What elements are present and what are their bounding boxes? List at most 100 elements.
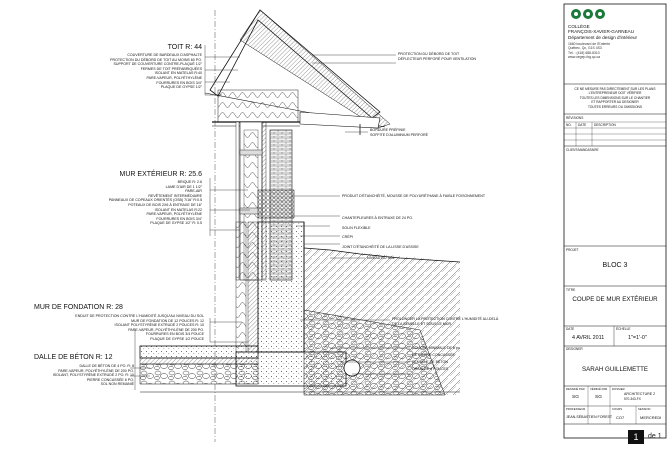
drawn-by: SG [572, 395, 579, 400]
slab-label: PARE-VAPEUR, POLYÉTHYLÈNE DE 200 PO. [58, 368, 134, 373]
rev-col-description: DESCRIPTION [594, 123, 616, 127]
school-name: COLLÈGE FRANÇOIS-XAVIER-GARNEAU Départem… [568, 24, 638, 40]
foundation-callouts: PROLONGER LA PROTECTION CONTRE L'HUMIDIT… [392, 317, 498, 326]
checked-by: SG [595, 395, 602, 400]
roof-label: PLAQUE DE GYPSE 1/2" [160, 85, 202, 90]
client-header: CLIENT/MANDATAIRE [566, 148, 599, 152]
file-header: DOSSIER [612, 387, 625, 391]
slab-label: PIERRE CONCASSÉE 6 PO. [86, 377, 134, 382]
callout: DE PIERRE CONCASSÉE [412, 353, 455, 357]
roof-label: SUPPORT DE COUVERTURE CONTRE-PLAQUÉ 1/2" [113, 62, 202, 67]
title-block-frame [563, 3, 667, 439]
roof-section-title: TOIT R: 44 [167, 44, 202, 51]
roof-label: ISOLANT EN MATELAS R:40 [154, 71, 202, 76]
page-count-label: de 1 [648, 433, 662, 440]
wall-base-callouts: CHANTEPLEURES À ENTRAXE DE 24 PO. SOLIN … [342, 214, 419, 252]
callout: SEMELLE DE BÉTON [412, 360, 448, 364]
roof-label: PROTECTION DU DÉBORD DE TOIT AU MOINS 60… [110, 57, 202, 62]
callout: SOFFITE D'ALUMINIUM PERFORÉ [370, 132, 428, 137]
drawn-by-header: DESSINÉ PAR [566, 387, 585, 391]
leader-lines [130, 10, 410, 442]
wall-label: PARE-VAPEUR, POLYÉTHYLÈNE [146, 212, 202, 217]
file-course: ARCHITECTURE 2 [624, 392, 656, 396]
callout: CRÉPI [342, 235, 353, 239]
roof-callouts: PROTECTION DU DÉBORD DE TOIT DÉFLECTEUR … [398, 52, 476, 61]
slab-section-title: DALLE DE BÉTON R: 12 [34, 354, 113, 361]
designer-header: DESIGNER [566, 347, 583, 351]
professor-header: PROFESSEUR [566, 407, 586, 411]
title-header: TITRE [566, 288, 576, 292]
callout: SOLIN FLEXIBLE [342, 225, 371, 230]
session-header: SESSION [638, 407, 651, 411]
wall-label: PLAQUE DE GYPSE 1/2" R: 0.5 [150, 221, 202, 226]
roof-label: COUVERTURE DE BARDEAUX D'ASPHALTE [127, 53, 202, 57]
foundation-label: MUR DE FONDATION DE 12 POUCES R: 12 [131, 318, 204, 323]
slab-label: DALLE DE BÉTON DE 4 PO. R: 8 [79, 364, 134, 368]
wall-label: POTEAUX DE BOIS 2X6 À ENTRAXE DE 16" [128, 202, 202, 207]
wall-label: PARE-AIR [185, 189, 202, 194]
drawing-date: 4 AVRIL 2011 [572, 335, 605, 341]
foundation-label: ISOLANT POLYSTYRÈNE EXTRUDÉ 2 POUCES R: … [114, 323, 204, 328]
course-header: COURS [612, 407, 623, 411]
roof-label: FOURRURES EN BOIS 3/4" [156, 80, 202, 85]
college-logo [571, 9, 605, 19]
slab-and-footing [139, 345, 460, 393]
project-name: BLOC 3 [602, 262, 628, 269]
wall-label: PANNEAUX DE COPEAUX ORIENTÉS (OSB) 7/16"… [108, 198, 202, 203]
callout: PRODUIT D'ÉTANCHÉITÉ, MOUSSE DE POLYURÉT… [342, 194, 486, 198]
course-code: CO7 [616, 415, 625, 420]
foundation-section-title: MUR DE FONDATION R: 28 [34, 304, 123, 311]
roof-label: FERMES DE TOIT PRÉFABRIQUÉES [140, 66, 202, 71]
wall-label: REVÊTEMENT INTERMÉDIAIRE [148, 193, 202, 198]
callout: CHANTEPLEURES À ENTRAXE DE 24 PO. [342, 216, 414, 220]
file-code: 570-343-FX [624, 397, 641, 401]
foundation-label-list: ENDUIT DE PROTECTION CONTRE L'HUMIDITÉ J… [75, 314, 204, 342]
callout: COUCHE MINIMALE DE 6 po [412, 346, 460, 350]
contractor-notice: CE NE MESURE PAS DIRECTEMENT SUR LES PLA… [574, 87, 656, 109]
roof-label: PARE-VAPEUR, POLYÉTHYLÈNE [146, 75, 202, 80]
slab-label: ISOLANT, POLYSTYRÈNE EXTRUDÉ 2 PO. R: 10 [52, 373, 134, 378]
rev-col-date: DATE [578, 123, 587, 127]
callout: DRAIN DE 4 POUCES [412, 367, 449, 371]
drawing-scale: 1"=1'-0" [628, 335, 647, 341]
wall-sealant-callout: PRODUIT D'ÉTANCHÉITÉ, MOUSSE DE POLYURÉT… [342, 194, 485, 199]
wall-label: BRIQUE R: 2.6 [177, 180, 202, 184]
base-callouts: COUCHE MINIMALE DE 6 po DE PIERRE CONCAS… [412, 345, 460, 373]
slab-label: SOL NON REMANIÉ [100, 382, 134, 387]
school-address: 1660 boulevard de l'Entente Québec, Qc, … [568, 42, 611, 60]
wall-label: LAME D'AIR DE 1 1/2" [165, 184, 202, 189]
ground-level-callout: NIVEAU DU SOL [367, 256, 395, 260]
checked-by-header: VÉRIFIÉ PAR [590, 387, 608, 391]
page-number-field[interactable]: 1 [628, 430, 644, 444]
foundation-wall [235, 221, 305, 353]
designer-name: SARAH GUILLEMETTE [581, 366, 648, 373]
wall-label-list: BRIQUE R: 2.6 LAME D'AIR DE 1 1/2" PARE-… [109, 180, 202, 226]
roof-assembly [204, 9, 391, 135]
callout: BORDURE PRÉFINIE [370, 128, 406, 132]
soffit-callouts: BORDURE PRÉFINIE SOFFITE D'ALUMINIUM PER… [370, 128, 428, 137]
foundation-label: PARE-VAPEUR, POLYÉTHYLÈNE DE 200 PO. [128, 327, 204, 332]
rev-col-no: NO. [566, 123, 572, 127]
wall-section-title: MUR EXTÉRIEUR R: 25.6 [119, 171, 202, 178]
foundation-label: PLAQUE DE GYPSE 1/2 POUCE [150, 336, 204, 341]
callout: JOINT D'ÉTANCHÉITÉ DE LA LISSE D'ASSISE [342, 244, 419, 249]
roof-label-list: COUVERTURE DE BARDEAUX D'ASPHALTE PROTEC… [110, 53, 202, 90]
foundation-label: FOURRURES EN BOIS 3/4 POUCE [145, 332, 204, 337]
project-header: PROJET [566, 248, 579, 252]
wall-label: ISOLANT EN MATELAS R:22 [154, 207, 202, 212]
drawing-title: COUPE DE MUR EXTÉRIEUR [572, 296, 658, 303]
scale-header: ÉCHELLE [616, 327, 631, 331]
foundation-label: ENDUIT DE PROTECTION CONTRE L'HUMIDITÉ J… [75, 314, 204, 318]
professor-name: JEAN-SÉBASTIEN FOREST [566, 415, 613, 419]
slab-label-list: DALLE DE BÉTON DE 4 PO. R: 8 PARE-VAPEUR… [53, 364, 134, 387]
callout: DÉFLECTEUR PERFORÉ POUR VENTILATION [398, 56, 477, 61]
date-header: DATE [566, 327, 575, 331]
revisions-header: RÉVISIONS [566, 116, 584, 120]
session-day: MERCREDI [640, 415, 662, 420]
callout: PROTECTION DU DÉBORD DE TOIT [398, 52, 460, 56]
callout: DE LA SEMELLE ET SOUS LE MUR [392, 321, 452, 326]
callout: PROLONGER LA PROTECTION CONTRE L'HUMIDIT… [392, 317, 499, 321]
wall-label: FOURRURES EN BOIS 3/4" [156, 216, 202, 221]
